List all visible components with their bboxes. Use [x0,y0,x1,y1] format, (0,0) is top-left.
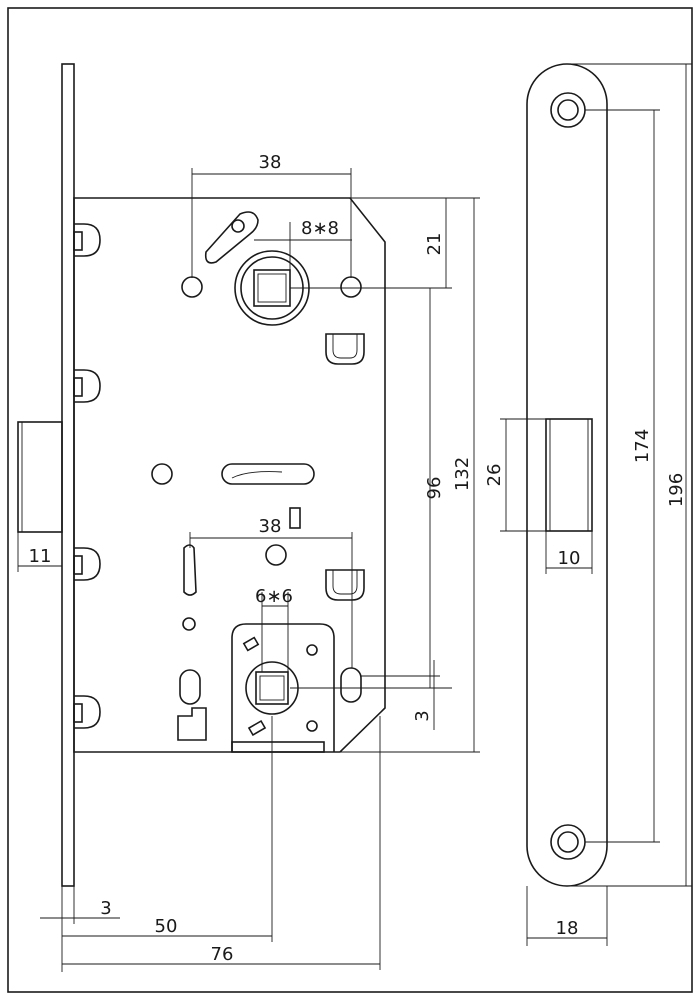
dim-top-offset: 21 [424,233,445,256]
middle-hole [151,463,173,485]
lock-body [17,63,386,887]
dim-strike-length: 196 [666,473,687,507]
dim-backset: 50 [155,916,178,937]
drawing-frame [7,7,693,993]
dim-latch-projection: 11 [29,546,52,567]
strike-plate [526,63,608,887]
dim-center-distance: 96 [424,477,445,500]
dim-faceplate-thickness: 3 [100,898,111,919]
middle-slot [221,463,315,485]
dim-bottom-spindle-spacing: 38 [259,516,282,537]
dim-case-depth: 76 [211,944,234,965]
dim-top-square: 8∗8 [301,218,339,239]
dim-top-spindle-spacing: 38 [259,152,282,173]
dim-strike-hole-height: 26 [484,464,505,487]
lever [183,544,197,596]
dimension-lines [17,63,692,972]
dim-strike-width: 18 [556,918,579,939]
dim-bottom-offset: 3 [412,710,433,721]
lock-case [73,197,386,753]
dim-bottom-square: 6∗6 [255,586,293,607]
lower-guide [325,569,365,601]
faceplate [61,63,75,887]
bottom-spindle-hub [231,623,362,753]
latch-bolt [17,421,63,533]
dim-strike-hole-width: 10 [558,548,581,569]
dimension-labels: 38 8∗8 21 96 132 3 38 6∗6 11 3 50 76 26 … [29,152,687,965]
upper-guide [325,333,365,365]
dim-strike-screw-spacing: 174 [632,429,653,463]
strike-latch-hole [545,418,593,532]
dim-case-height: 132 [452,457,473,491]
strike-plate-outline [526,63,608,887]
top-spindle-hub [181,211,362,326]
faceplate-tabs [73,223,101,729]
